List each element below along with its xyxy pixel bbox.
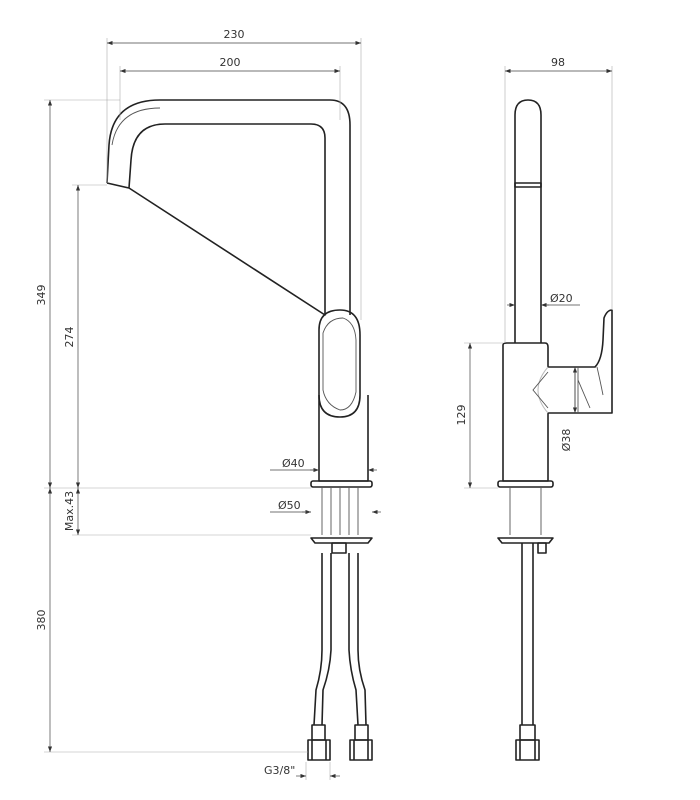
- base-plate: [310, 480, 373, 488]
- dim-d38: Ø38: [560, 429, 573, 452]
- hoses: [313, 553, 367, 726]
- fixing-plate: [310, 537, 373, 544]
- dim-129: 129: [455, 405, 468, 426]
- dim-380: 380: [35, 610, 48, 631]
- dim-274: 274: [63, 327, 76, 348]
- spout: [106, 99, 351, 316]
- dim-max43: Max.43: [63, 491, 76, 531]
- body-side: [502, 309, 613, 482]
- dim-349: 349: [35, 285, 48, 306]
- dimension-lines: 230 200 98 349 274 Max.43 380 129 Ø38 Ø2…: [35, 28, 613, 780]
- dim-200: 200: [220, 56, 241, 69]
- front-view: [106, 99, 373, 761]
- lever-front: [318, 309, 361, 418]
- body-front: [318, 395, 369, 482]
- hose-nut: [307, 739, 331, 761]
- dim-d20: Ø20: [550, 292, 573, 305]
- dim-230: 230: [224, 28, 245, 41]
- side-view: [497, 99, 613, 761]
- hose-nut: [349, 739, 373, 761]
- dim-g38: G3/8": [264, 764, 295, 777]
- dim-d50: Ø50: [278, 499, 301, 512]
- dim-d40: Ø40: [282, 457, 305, 470]
- spout-side: [514, 99, 542, 343]
- dim-98: 98: [551, 56, 565, 69]
